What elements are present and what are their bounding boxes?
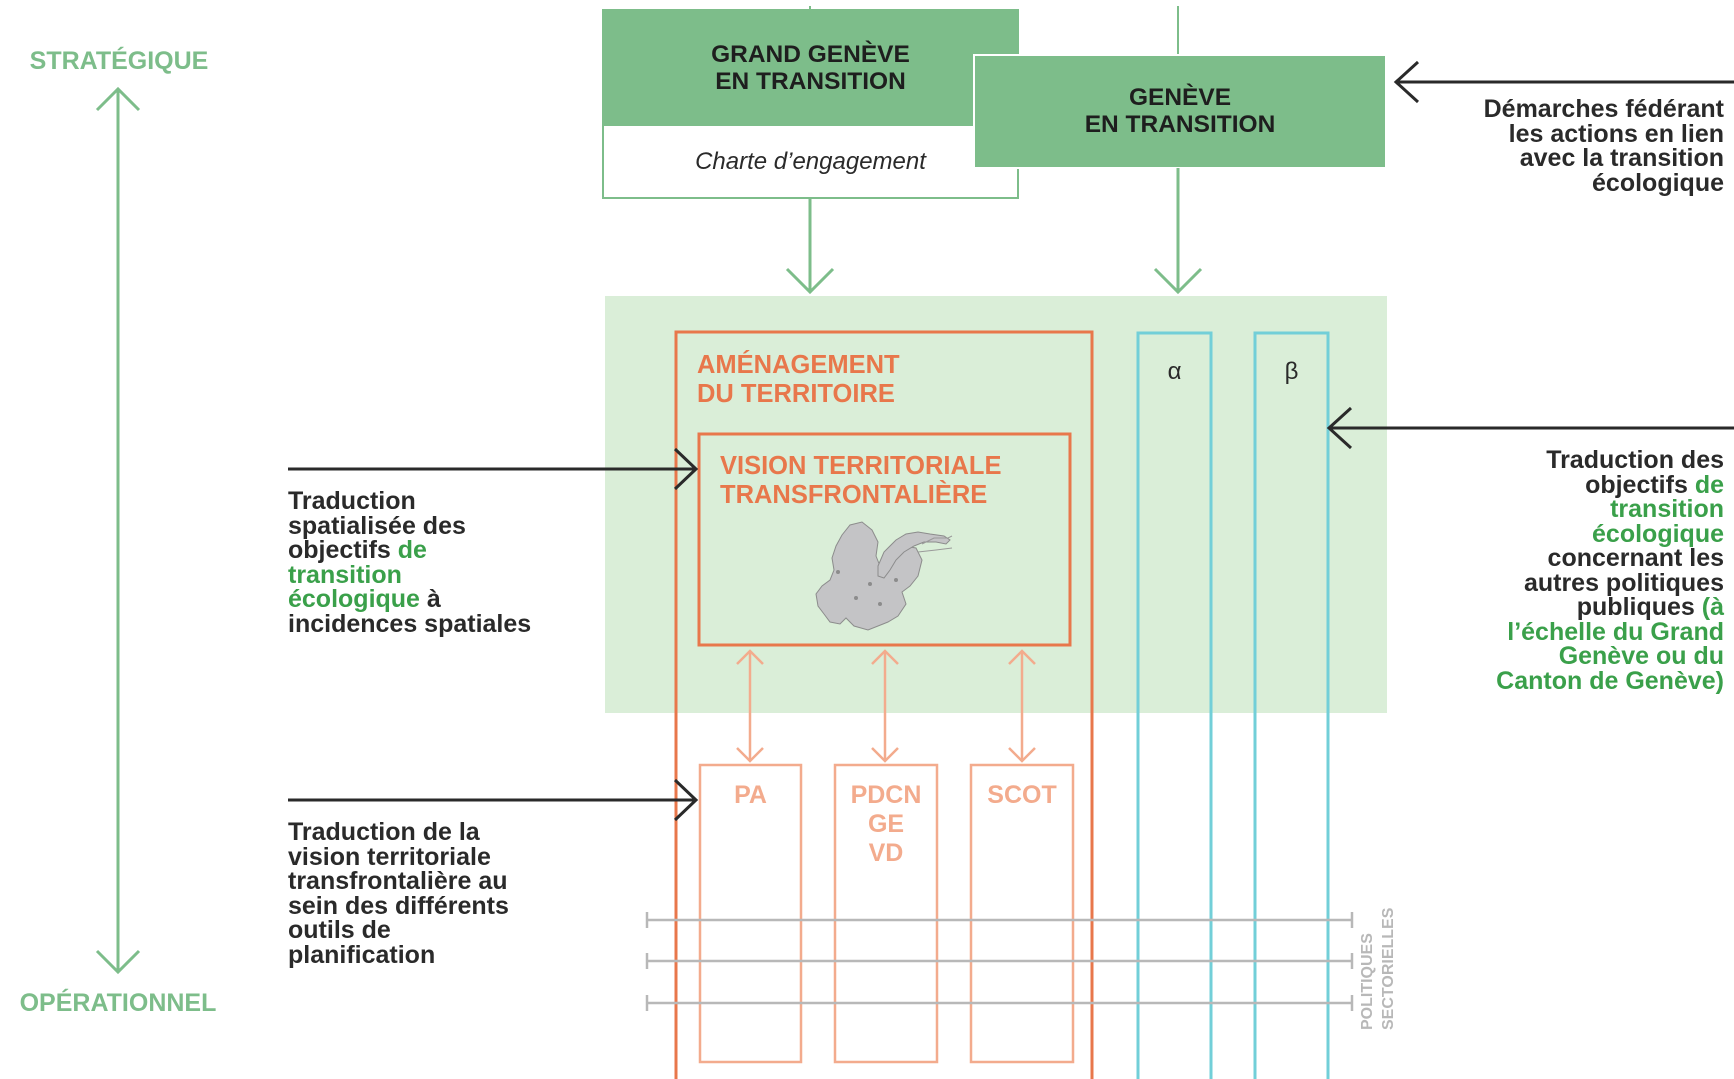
amenagement-title: AMÉNAGEMENT DU TERRITOIRE xyxy=(697,351,900,409)
annotation-left-upper-line4: transition xyxy=(288,560,402,589)
alpha-label: α xyxy=(1167,358,1182,385)
scot-box xyxy=(969,763,1075,1064)
annotation-middle-right-line2b: de xyxy=(1694,470,1724,499)
geneve-title-line2: EN TRANSITION xyxy=(1084,111,1276,138)
amenagement-title-line2: DU TERRITOIRE xyxy=(697,380,895,408)
pdcn-label: PDCN GE VD xyxy=(835,781,937,868)
double-arrow-scot xyxy=(1008,649,1036,763)
grand-geneve-box xyxy=(602,9,1019,199)
green-arrow-geneve xyxy=(1153,168,1203,295)
vision-title: VISION TERRITORIALE TRANSFRONTALIÈRE xyxy=(720,452,1001,510)
geneve-title-line1: GENÈVE xyxy=(1128,84,1232,111)
annotation-top-right-line4: écologique xyxy=(1592,168,1724,197)
amenagement-title-line1: AMÉNAGEMENT xyxy=(697,351,900,379)
annotation-middle-right-line9: Genève ou du xyxy=(1558,642,1724,670)
axis-arrowhead-up xyxy=(95,86,141,112)
annotation-middle-right-line7b: (à xyxy=(1701,593,1724,621)
double-arrow-pdcn xyxy=(871,649,899,763)
annotation-left-upper-line5a: écologique xyxy=(288,585,420,613)
annotation-middle-right-line3: transition xyxy=(1610,495,1724,523)
vision-box xyxy=(697,432,1072,647)
green-arrow-grand-geneve xyxy=(785,198,835,295)
annotation-left-upper-line6: incidences spatiales xyxy=(288,609,532,638)
charte-engagement-label: Charte d’engagement xyxy=(695,148,926,175)
annotation-middle-right-line2: objectifs de xyxy=(1496,470,1724,499)
scot-label: SCOT xyxy=(987,781,1057,809)
grand-geneve-title-line2: EN TRANSITION xyxy=(715,68,906,95)
geneve-title: GENÈVE EN TRANSITION xyxy=(974,84,1386,138)
annotation-middle-right-line5: concernant les xyxy=(1547,544,1724,572)
annotation-left-lower-line2: vision territoriale xyxy=(288,842,491,871)
annotation-left-upper: Traduction spatialisée des objectifs de … xyxy=(288,489,531,636)
annotation-left-upper-line3a: objectifs xyxy=(288,536,398,564)
vision-title-line2: TRANSFRONTALIÈRE xyxy=(720,481,988,509)
annotation-middle-right-line7a: publiques xyxy=(1576,593,1702,621)
annotation-left-lower-line6: planification xyxy=(288,940,436,969)
alpha-column xyxy=(1136,331,1213,1079)
annotation-middle-right-line7: publiques (à xyxy=(1496,595,1724,620)
arrow-left-upper xyxy=(288,447,699,491)
axis-bottom-label: OPÉRATIONNEL xyxy=(19,989,217,1017)
annotation-left-lower: Traduction de la vision territoriale tra… xyxy=(288,820,509,967)
annotation-left-upper-line5b: à xyxy=(419,585,441,613)
annotation-left-upper-line5: écologique à xyxy=(288,587,531,612)
pdcn-label-line1: PDCN xyxy=(850,781,922,809)
pdcn-box xyxy=(833,763,939,1064)
pdcn-label-line2: GE xyxy=(867,810,905,838)
arrow-middle-right xyxy=(1326,406,1734,450)
annotation-middle-right-line6: autres politiques xyxy=(1523,568,1724,597)
annotation-left-lower-line1: Traduction de la xyxy=(288,818,480,846)
sectoral-label-line2: SECTORIELLES xyxy=(1380,907,1397,1030)
pa-box xyxy=(698,763,803,1064)
annotation-top-right: Démarches fédérant les actions en lien a… xyxy=(1484,97,1724,195)
annotation-top-right-line2: les actions en lien xyxy=(1508,119,1724,148)
strategic-operational-axis xyxy=(95,86,141,975)
vision-title-line1: VISION TERRITORIALE xyxy=(720,452,1002,480)
annotation-left-upper-line1: Traduction xyxy=(288,487,416,515)
annotation-left-upper-line2: spatialisée des xyxy=(288,511,466,540)
territory-map-icon xyxy=(815,521,953,631)
grand-geneve-title-line1: GRAND GENÈVE xyxy=(711,41,910,68)
amenagement-box xyxy=(674,330,1094,1079)
annotation-left-upper-line3b: de xyxy=(397,536,427,564)
geneve-box xyxy=(973,54,1387,169)
annotation-top-right-line3: avec la transition xyxy=(1519,144,1724,172)
annotation-left-upper-line3: objectifs de xyxy=(288,538,531,563)
arrow-top-right xyxy=(1393,60,1734,104)
annotation-left-lower-line3: transfrontalière au xyxy=(288,867,508,895)
annotation-left-lower-line4: sein des différents xyxy=(288,891,509,920)
annotation-middle-right: Traduction des objectifs de transition é… xyxy=(1496,448,1724,693)
annotation-middle-right-line2a: objectifs xyxy=(1585,470,1695,499)
arrow-left-lower xyxy=(288,778,699,822)
grand-geneve-title: GRAND GENÈVE EN TRANSITION xyxy=(603,41,1018,95)
beta-column xyxy=(1253,331,1330,1079)
pdcn-label-line3: VD xyxy=(868,839,904,867)
sectoral-policy-lines xyxy=(645,912,1354,1011)
axis-top-label: STRATÉGIQUE xyxy=(29,47,209,75)
annotation-left-lower-line5: outils de xyxy=(288,916,391,944)
sectoral-label-line1: POLITIQUES xyxy=(1359,933,1376,1030)
annotation-middle-right-line1: Traduction des xyxy=(1546,446,1724,474)
annotation-middle-right-line8: l’échelle du Grand xyxy=(1507,617,1724,646)
annotation-middle-right-line4: écologique xyxy=(1592,519,1724,548)
double-arrow-pa xyxy=(736,649,764,763)
sectoral-policies-label: POLITIQUES SECTORIELLES xyxy=(1357,908,1399,1030)
axis-arrowhead-down xyxy=(95,949,141,975)
pa-label: PA xyxy=(734,781,767,809)
annotation-top-right-line1: Démarches fédérant xyxy=(1483,95,1724,123)
beta-label: β xyxy=(1284,358,1299,385)
annotation-middle-right-line10: Canton de Genève) xyxy=(1496,666,1724,695)
